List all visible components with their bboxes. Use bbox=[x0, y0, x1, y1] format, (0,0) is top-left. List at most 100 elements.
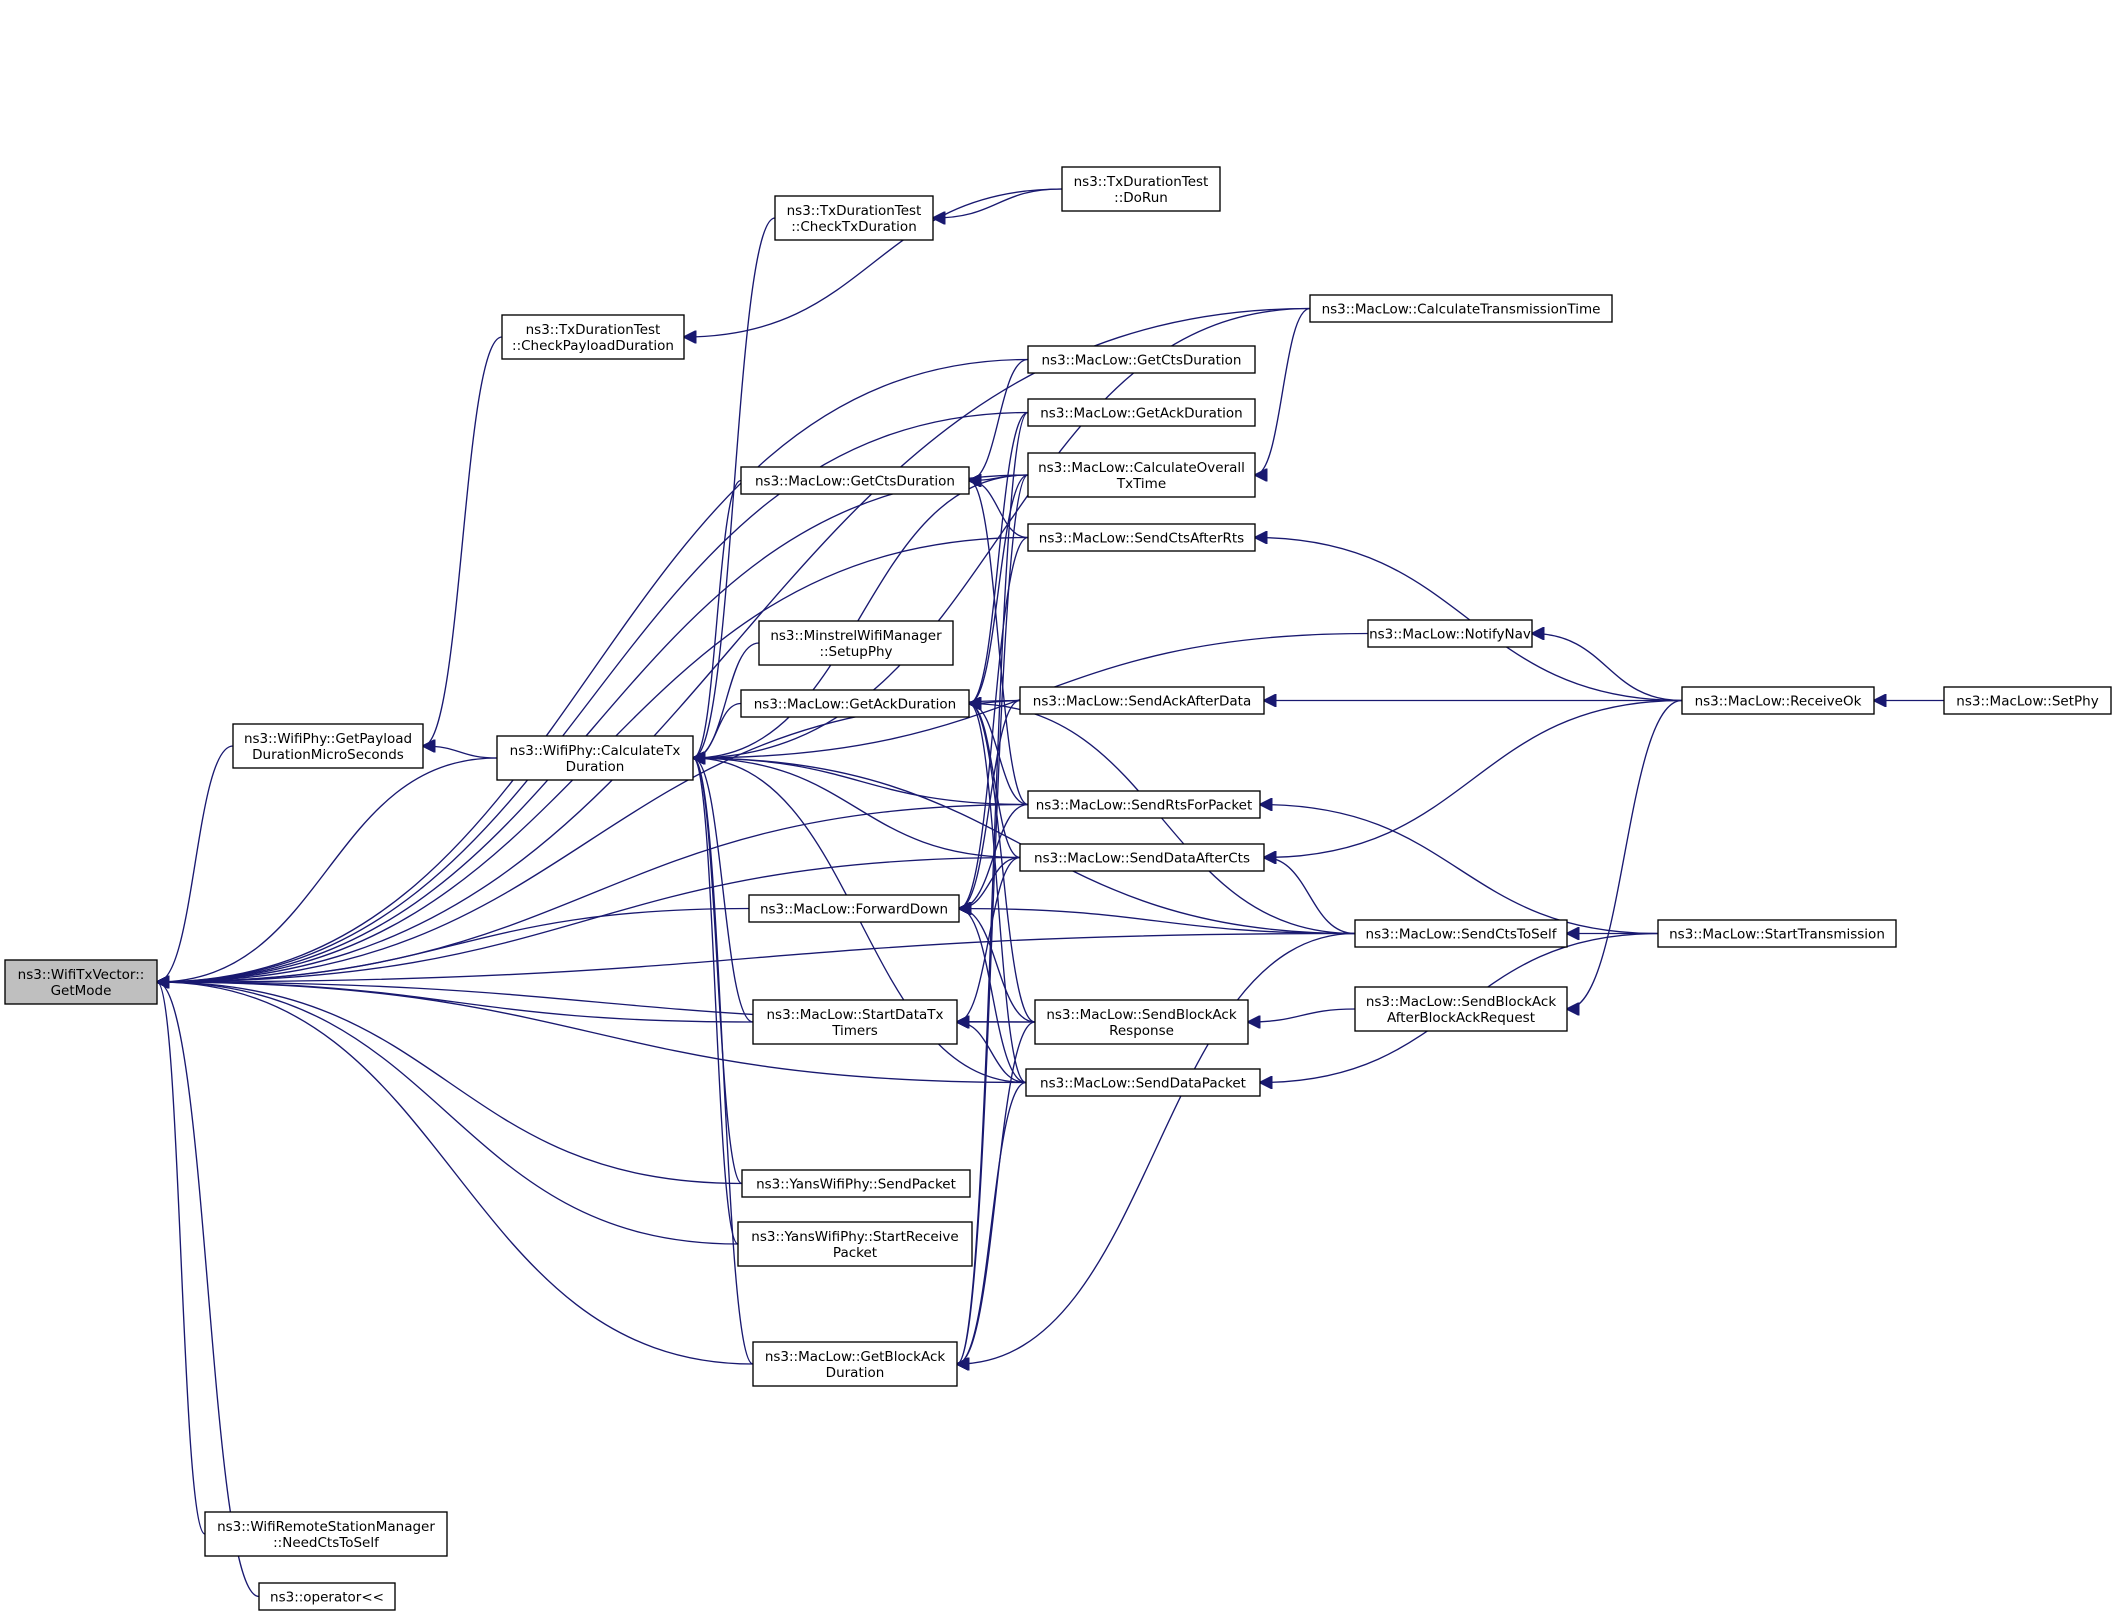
node-calctrans[interactable]: ns3::MacLow::CalculateTransmissionTime bbox=[1309, 294, 1613, 323]
node-box[interactable] bbox=[741, 1169, 971, 1198]
edge-line bbox=[693, 758, 743, 1185]
node-sendrts[interactable]: ns3::MacLow::SendRtsForPacket bbox=[1027, 790, 1261, 819]
node-box[interactable] bbox=[740, 689, 970, 718]
node-box[interactable] bbox=[1943, 686, 2112, 715]
node-getack_m[interactable]: ns3::MacLow::GetAckDuration bbox=[740, 689, 970, 718]
edge-senddataaftercts-to-getmode bbox=[157, 856, 1021, 983]
node-getcts_r[interactable]: ns3::MacLow::GetCtsDuration bbox=[1027, 345, 1256, 374]
node-label: ns3::MacLow::SendCtsToSelf bbox=[1366, 927, 1558, 943]
node-label: Timers bbox=[831, 1023, 878, 1039]
node-box[interactable] bbox=[1681, 686, 1875, 715]
node-label: ::NeedCtsToSelf bbox=[273, 1535, 380, 1551]
node-label: ns3::MacLow::SendAckAfterData bbox=[1033, 694, 1251, 710]
edge-line bbox=[423, 746, 498, 759]
node-box[interactable] bbox=[258, 1582, 396, 1611]
node-box[interactable] bbox=[232, 723, 424, 769]
node-box[interactable] bbox=[752, 999, 958, 1045]
edge-senddatapacket-to-startdatatx bbox=[957, 1022, 1027, 1084]
node-starttransmission[interactable]: ns3::MacLow::StartTransmission bbox=[1657, 919, 1897, 948]
node-box[interactable] bbox=[1061, 166, 1221, 212]
node-box[interactable] bbox=[752, 1341, 958, 1387]
node-box[interactable] bbox=[1354, 919, 1568, 948]
node-sendblockackafter[interactable]: ns3::MacLow::SendBlockAckAfterBlockAckRe… bbox=[1354, 986, 1568, 1032]
node-box[interactable] bbox=[1019, 843, 1265, 872]
node-box[interactable] bbox=[1025, 1068, 1261, 1097]
edge-line bbox=[959, 909, 1356, 935]
edge-senddataaftercts-to-calctx bbox=[693, 758, 1021, 859]
node-minstrel[interactable]: ns3::MinstrelWifiManager::SetupPhy bbox=[758, 620, 954, 666]
node-box[interactable] bbox=[501, 314, 685, 360]
node-label: ns3::YansWifiPhy::SendPacket bbox=[756, 1177, 956, 1193]
node-senddatapacket[interactable]: ns3::MacLow::SendDataPacket bbox=[1025, 1068, 1261, 1097]
node-box[interactable] bbox=[1027, 398, 1256, 427]
node-box[interactable] bbox=[1027, 452, 1256, 498]
node-label: ns3::WifiPhy::GetPayload bbox=[244, 731, 412, 747]
node-dorun[interactable]: ns3::TxDurationTest::DoRun bbox=[1061, 166, 1221, 212]
node-label: ns3::MacLow::StartTransmission bbox=[1669, 927, 1885, 943]
edge-line bbox=[157, 982, 260, 1598]
node-box[interactable] bbox=[1034, 999, 1249, 1045]
edge-sendrts-to-getcts_m bbox=[969, 481, 1029, 806]
node-getack_r[interactable]: ns3::MacLow::GetAckDuration bbox=[1027, 398, 1256, 427]
node-needcts[interactable]: ns3::WifiRemoteStationManager::NeedCtsTo… bbox=[204, 1511, 448, 1557]
edge-line bbox=[957, 1022, 1027, 1084]
node-checkpayload[interactable]: ns3::TxDurationTest::CheckPayloadDuratio… bbox=[501, 314, 685, 360]
edge-starttransmission-to-sendrts bbox=[1260, 805, 1659, 935]
node-label: ns3::operator<< bbox=[270, 1590, 384, 1606]
node-getcts_m[interactable]: ns3::MacLow::GetCtsDuration bbox=[740, 466, 970, 495]
node-checktx[interactable]: ns3::TxDurationTest::CheckTxDuration bbox=[774, 195, 934, 241]
node-box[interactable] bbox=[204, 1511, 448, 1557]
node-sendackafterdata[interactable]: ns3::MacLow::SendAckAfterData bbox=[1019, 686, 1265, 715]
edge-calcoverall-to-getblockack bbox=[957, 474, 1029, 1364]
node-box[interactable] bbox=[774, 195, 934, 241]
node-box[interactable] bbox=[1027, 790, 1261, 819]
edge-line bbox=[693, 758, 1021, 859]
node-label: ns3::MacLow::SendBlockAck bbox=[1046, 1007, 1236, 1023]
node-senddataaftercts[interactable]: ns3::MacLow::SendDataAfterCts bbox=[1019, 843, 1265, 872]
edge-receiveok-to-senddataaftercts bbox=[1264, 699, 1683, 858]
edge-line bbox=[157, 757, 498, 982]
node-box[interactable] bbox=[748, 894, 960, 923]
node-box[interactable] bbox=[758, 620, 954, 666]
node-box[interactable] bbox=[1309, 294, 1613, 323]
edge-line bbox=[933, 188, 1063, 218]
edge-line bbox=[157, 982, 754, 1365]
node-box[interactable] bbox=[496, 735, 694, 781]
edge-line bbox=[157, 358, 1029, 983]
node-yanssend[interactable]: ns3::YansWifiPhy::SendPacket bbox=[741, 1169, 971, 1198]
node-label: ns3::TxDurationTest bbox=[1074, 174, 1209, 190]
node-box[interactable] bbox=[737, 1221, 973, 1267]
node-label: ::CheckPayloadDuration bbox=[512, 338, 674, 354]
node-getpayload[interactable]: ns3::WifiPhy::GetPayloadDurationMicroSec… bbox=[232, 723, 424, 769]
node-box[interactable] bbox=[1019, 686, 1265, 715]
edge-dorun-to-checkpayload bbox=[684, 188, 1063, 337]
node-sendctsafterrts[interactable]: ns3::MacLow::SendCtsAfterRts bbox=[1027, 523, 1256, 552]
edge-line bbox=[957, 932, 1356, 1365]
node-forwarddown[interactable]: ns3::MacLow::ForwardDown bbox=[748, 894, 960, 923]
edge-checktx-to-calctx bbox=[693, 217, 776, 758]
node-box[interactable] bbox=[1027, 523, 1256, 552]
node-box[interactable] bbox=[1367, 619, 1533, 648]
node-setphy[interactable]: ns3::MacLow::SetPhy bbox=[1943, 686, 2112, 715]
node-sendctstoself[interactable]: ns3::MacLow::SendCtsToSelf bbox=[1354, 919, 1568, 948]
edge-senddatapacket-to-getack_m bbox=[969, 704, 1027, 1084]
edge-line bbox=[693, 479, 742, 759]
node-box[interactable] bbox=[1657, 919, 1897, 948]
edge-line bbox=[157, 411, 1029, 983]
edge-line bbox=[969, 704, 1027, 1084]
node-operator[interactable]: ns3::operator<< bbox=[258, 1582, 396, 1611]
node-getmode[interactable]: ns3::WifiTxVector::GetMode bbox=[4, 959, 158, 1005]
node-receiveok[interactable]: ns3::MacLow::ReceiveOk bbox=[1681, 686, 1875, 715]
node-notifynav[interactable]: ns3::MacLow::NotifyNav bbox=[1367, 619, 1533, 648]
node-box[interactable] bbox=[1027, 345, 1256, 374]
node-box[interactable] bbox=[1354, 986, 1568, 1032]
node-box[interactable] bbox=[4, 959, 158, 1005]
node-box[interactable] bbox=[740, 466, 970, 495]
edge-calctx-to-getmode bbox=[157, 757, 498, 982]
